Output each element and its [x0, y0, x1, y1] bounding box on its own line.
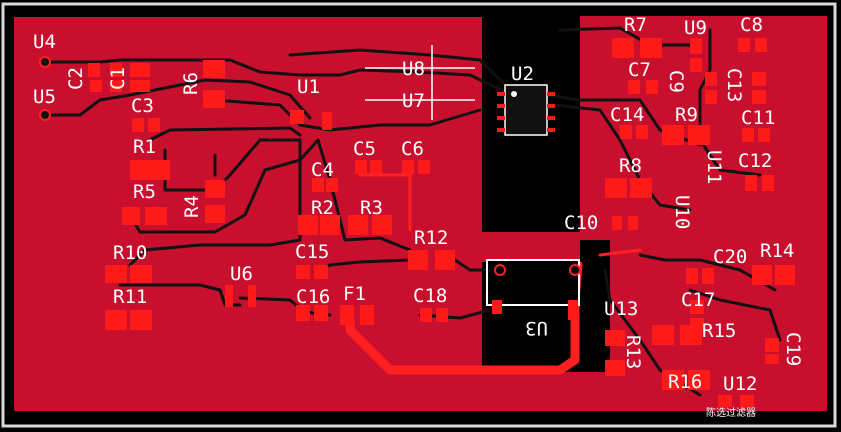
label-c15: C15	[295, 241, 329, 263]
label-r3: R3	[360, 197, 383, 219]
label-c18: C18	[413, 285, 447, 307]
component-pads	[88, 38, 795, 407]
label-c14: C14	[610, 104, 644, 126]
label-u5: U5	[33, 86, 56, 108]
label-r1: R1	[133, 136, 156, 158]
label-r4: R4	[181, 195, 203, 218]
label-u13: U13	[604, 298, 638, 320]
label-c12: C12	[738, 150, 772, 172]
label-c2: C2	[65, 67, 87, 90]
label-r5: R5	[133, 181, 156, 203]
label-c4: C4	[311, 159, 334, 181]
u2-chip	[497, 84, 555, 136]
label-c7: C7	[628, 59, 651, 81]
label-u12: U12	[723, 373, 757, 395]
label-r6: R6	[180, 72, 202, 95]
label-r8: R8	[619, 155, 642, 177]
label-c17: C17	[681, 289, 715, 311]
label-c19: C19	[782, 332, 804, 366]
label-r13: R13	[622, 335, 644, 369]
label-r2: R2	[311, 197, 334, 219]
label-c5: C5	[353, 138, 376, 160]
label-c13: C13	[723, 68, 745, 102]
label-c6: C6	[401, 138, 424, 160]
label-c3: C3	[131, 95, 154, 117]
label-c9: C9	[665, 70, 687, 93]
label-u11: U11	[703, 150, 725, 184]
designator-labels: U4 U5 C2 C1 R6 U1 U8 U7 U2 R7 U9 C8 C7 C…	[33, 14, 804, 395]
label-r16: R16	[668, 371, 702, 393]
label-u10: U10	[671, 195, 693, 229]
label-r11: R11	[113, 286, 147, 308]
u7-u8-outline	[365, 45, 475, 120]
label-r12: R12	[414, 227, 448, 249]
label-u2: U2	[511, 63, 534, 85]
label-u9: U9	[684, 17, 707, 39]
u3-footprint	[486, 259, 581, 320]
board-footer-label: 陈选过滤器	[706, 406, 756, 419]
label-r14: R14	[760, 240, 794, 262]
label-c10: C10	[564, 212, 598, 234]
label-r15: R15	[702, 320, 736, 342]
label-c16: C16	[296, 286, 330, 308]
label-c8: C8	[740, 14, 763, 36]
label-c1: C1	[107, 67, 129, 90]
label-f1: F1	[343, 283, 366, 305]
label-u8: U8	[402, 58, 425, 80]
label-u4: U4	[33, 31, 56, 53]
label-r10: R10	[113, 242, 147, 264]
u4-testpoint	[39, 56, 51, 68]
label-u6: U6	[230, 263, 253, 285]
label-c20: C20	[713, 246, 747, 268]
label-u1: U1	[297, 76, 320, 98]
label-u3: U3	[525, 317, 548, 339]
label-r7: R7	[624, 14, 647, 36]
label-r9: R9	[675, 104, 698, 126]
label-u7: U7	[402, 90, 425, 112]
u5-testpoint	[39, 109, 51, 121]
label-c11: C11	[741, 107, 775, 129]
